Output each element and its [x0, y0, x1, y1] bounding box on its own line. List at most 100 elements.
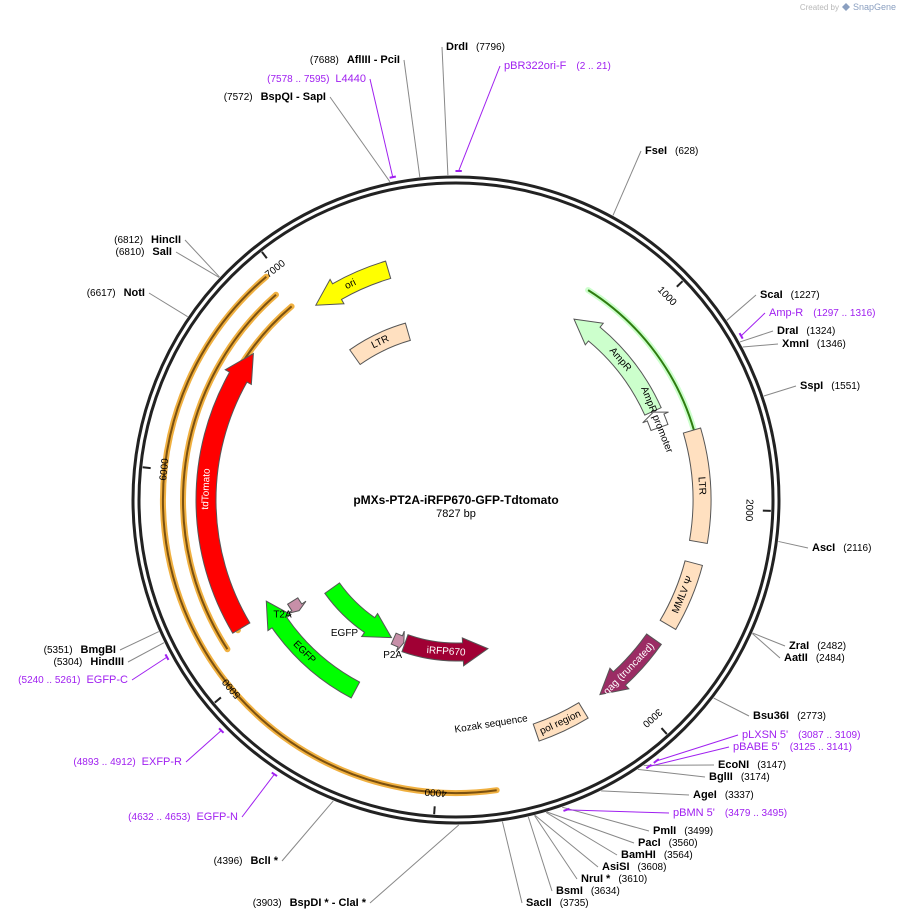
restriction-sites: DrdI(7796) (7688)AflIII - PciI(7572)BspQI…	[44, 41, 872, 909]
site-asci[interactable]: AscI(2116)	[778, 540, 871, 554]
primer-amp-r[interactable]: Amp-R(1297 .. 1316)	[738, 307, 876, 340]
site-bmgbi[interactable]: (5351)BmgBI	[44, 631, 160, 656]
site-leader	[752, 632, 786, 647]
site-nrui[interactable]: NruI *(3610)	[533, 815, 647, 885]
site-hindiii[interactable]: (5304)HindIII	[53, 642, 165, 668]
snapgene-logo-icon	[841, 3, 850, 11]
tick-label: 3000	[640, 706, 664, 729]
site-bsu36i[interactable]: Bsu36I(2773)	[713, 697, 826, 722]
primer-egfp-c[interactable]: (5240 .. 5261)EGFP-C	[18, 653, 170, 686]
site-leader	[742, 343, 779, 348]
primer-label: pLXSN 5'(3087 .. 3109)	[742, 729, 860, 741]
feature-ori: ori	[314, 260, 392, 306]
feature-egfp: EGFP	[324, 582, 393, 639]
feature-arrow[interactable]	[599, 633, 663, 696]
credit-prefix: Created by	[799, 2, 839, 12]
tick-label: 7000	[263, 258, 288, 281]
primer-label: pBMN 5'(3479 .. 3495)	[673, 807, 787, 819]
primer-egfp-n[interactable]: (4632 .. 4653)EGFP-N	[128, 771, 278, 823]
site-leader	[533, 815, 578, 880]
site-sacii[interactable]: SacII(3735)	[501, 821, 589, 909]
primer-pbabe-5[interactable]: pBABE 5'(3125 .. 3141)	[645, 741, 852, 770]
feature-arrow[interactable]	[532, 702, 589, 742]
site-sali[interactable]: (6810)SalI	[116, 246, 220, 278]
feature-arrow[interactable]	[265, 600, 361, 699]
feature-arrow[interactable]	[682, 427, 712, 545]
feature-arrow[interactable]	[314, 260, 392, 306]
site-drai[interactable]: DraI(1324)	[739, 325, 835, 343]
site-xmni[interactable]: XmnI(1346)	[742, 338, 846, 350]
primer-label: (5240 .. 5261)EGFP-C	[18, 674, 128, 686]
site-leader	[148, 292, 188, 318]
feature-mmlv: MMLV Ψ	[659, 560, 704, 631]
feature-label: tdTomato	[200, 468, 213, 510]
feature-ltr: LTR	[682, 427, 712, 545]
site-drdi[interactable]: DrdI(7796)	[441, 41, 505, 176]
feature-arrow[interactable]	[659, 560, 704, 631]
site-leader	[601, 790, 690, 796]
primer-exfp-r[interactable]: (4893 .. 4912)EXFP-R	[73, 727, 225, 768]
site-bsmi[interactable]: BsmI(3634)	[527, 816, 620, 897]
site-aatii[interactable]: AatII(2484)	[751, 633, 845, 664]
tick-mark	[676, 280, 684, 288]
site-noti[interactable]: (6617)NotI	[87, 287, 188, 318]
feature-arrow[interactable]	[573, 318, 662, 416]
feature-arrow[interactable]	[401, 634, 489, 667]
site-bamhi[interactable]: BamHI(3564)	[545, 811, 693, 861]
feature-ltr: LTR	[349, 322, 411, 366]
plasmid-length: 7827 bp	[436, 508, 476, 520]
feature-label: P2A	[383, 650, 402, 661]
primer-plxsn-5[interactable]: pLXSN 5'(3087 .. 3109)	[653, 729, 861, 764]
site-leader	[534, 814, 599, 868]
primer-mark	[218, 727, 225, 734]
site-label: (7572)BspQI - SapI	[224, 91, 326, 103]
site-paci[interactable]: PacI(3560)	[546, 811, 698, 849]
primer-l4440[interactable]: (7578 .. 7595)L4440	[267, 73, 397, 179]
site-leader	[119, 631, 160, 651]
site-label: PacI(3560)	[638, 837, 698, 849]
feature-arrow[interactable]	[390, 630, 405, 652]
site-sspi[interactable]: SspI(1551)	[763, 380, 860, 397]
primer-leader	[458, 65, 501, 172]
feature-arrow[interactable]	[642, 411, 669, 432]
site-leader	[763, 385, 797, 397]
feature-ampr-promoter: AmpR promoter	[638, 385, 675, 455]
primer-label: Amp-R(1297 .. 1316)	[769, 307, 876, 319]
site-label: (6617)NotI	[87, 287, 145, 299]
site-asisi[interactable]: AsiSI(3608)	[534, 814, 667, 873]
site-label: SspI(1551)	[800, 380, 860, 392]
site-bspdi[interactable]: (3903)BspDI * - ClaI *	[253, 824, 460, 909]
feature-extra-label: Kozak sequence	[454, 713, 529, 735]
site-zrai[interactable]: ZraI(2482)	[752, 632, 847, 652]
site-leader	[501, 821, 523, 904]
feature-gag-truncated: gag (truncated)	[599, 633, 663, 697]
feature-arrow[interactable]	[286, 597, 307, 614]
site-bglii[interactable]: BglII(3174)	[637, 768, 770, 783]
site-fsei[interactable]: FseI(628)	[612, 145, 698, 216]
site-agei[interactable]: AgeI(3337)	[601, 789, 754, 801]
feature-arrow[interactable]	[324, 582, 393, 639]
site-econi[interactable]: EcoNI(3147)	[643, 759, 786, 771]
site-leader	[545, 811, 618, 856]
primer-leader	[566, 809, 670, 814]
site-pmli[interactable]: PmlI(3499)	[562, 806, 713, 837]
tick-mark	[214, 696, 222, 704]
site-scai[interactable]: ScaI(1227)	[726, 289, 820, 321]
primer-leader	[241, 774, 275, 818]
primer-pbr322ori-f[interactable]: pBR322ori-F(2 .. 21)	[455, 60, 611, 173]
feature-arrow[interactable]	[195, 352, 254, 634]
site-label: DraI(1324)	[777, 325, 835, 337]
site-hincii[interactable]: (6812)HincII	[114, 234, 220, 278]
site-afliii[interactable]: (7688)AflIII - PciI	[310, 54, 421, 178]
feature-band	[585, 287, 699, 441]
tick-label: 1000	[655, 285, 679, 309]
primer-pbmn-5[interactable]: pBMN 5'(3479 .. 3495)	[563, 807, 787, 819]
site-bcli[interactable]: (4396)BclI *	[214, 800, 334, 867]
feature-label: T2A	[273, 609, 292, 620]
site-label: ZraI(2482)	[789, 640, 846, 652]
site-label: AgeI(3337)	[693, 789, 754, 801]
site-bspqi[interactable]: (7572)BspQI - SapI	[224, 91, 391, 183]
feature-arrow[interactable]	[349, 322, 411, 366]
feature-label: ori	[343, 277, 358, 292]
